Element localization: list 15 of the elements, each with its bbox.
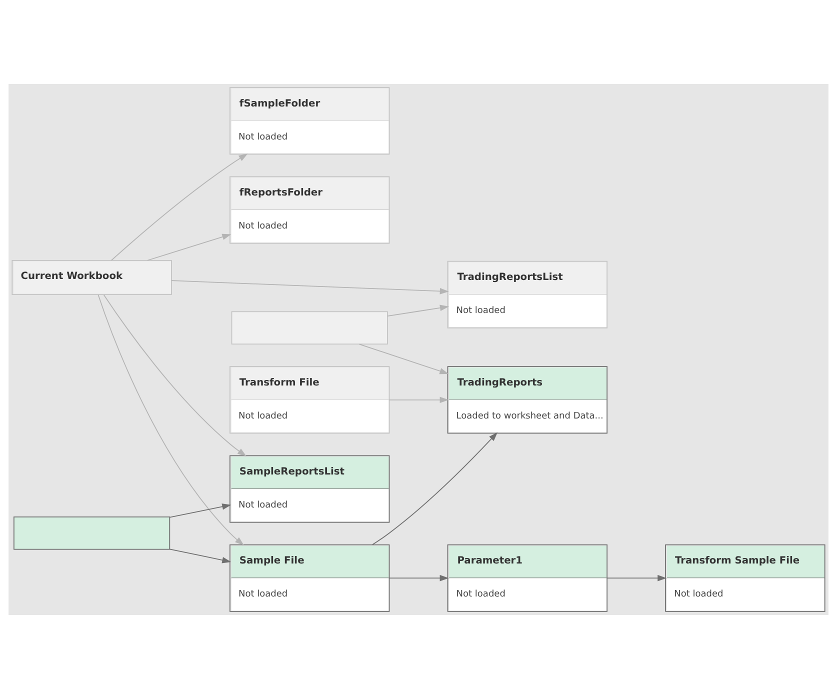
arrow bbox=[372, 432, 498, 546]
arrow bbox=[169, 504, 232, 518]
arrow bbox=[169, 548, 232, 564]
arrow bbox=[147, 234, 232, 261]
arrow bbox=[171, 280, 449, 294]
arrow bbox=[98, 294, 244, 546]
arrow bbox=[606, 574, 667, 582]
node-box bbox=[14, 516, 170, 550]
arrow bbox=[110, 154, 248, 261]
arrow bbox=[103, 294, 247, 456]
arrow bbox=[388, 574, 449, 582]
arrow bbox=[387, 304, 449, 316]
node-box bbox=[231, 311, 388, 345]
arrow bbox=[388, 396, 449, 404]
arrow bbox=[358, 344, 449, 374]
